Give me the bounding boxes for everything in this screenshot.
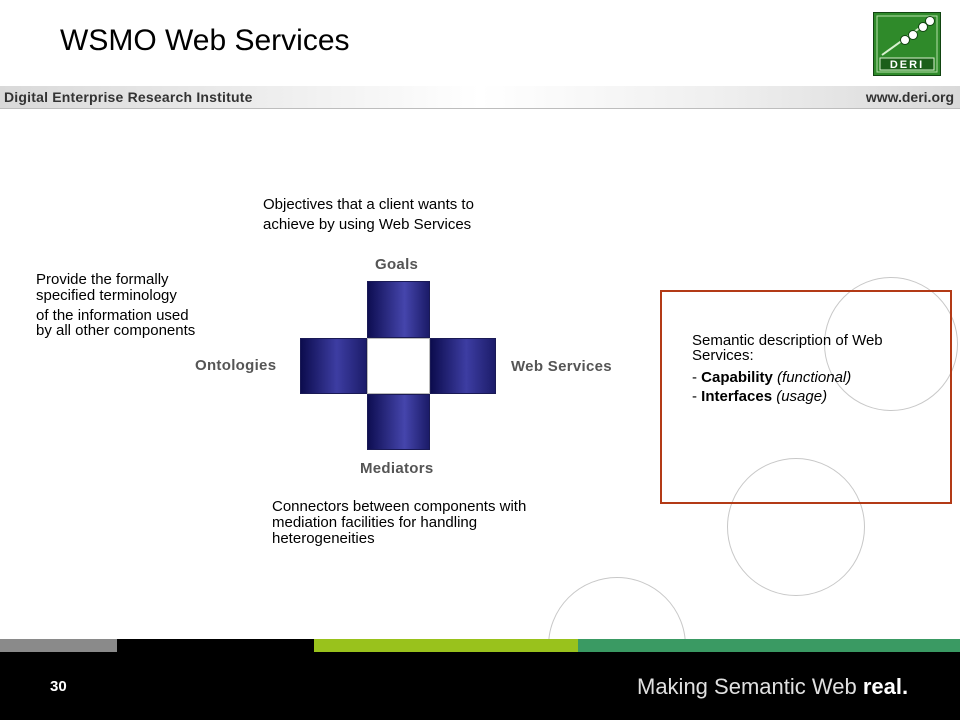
slide-number: 30 [50, 678, 67, 695]
footer-stripe-lime [314, 639, 578, 652]
capability-bullet: - Capability (functional) [692, 370, 851, 385]
center-square [367, 338, 430, 394]
bullet-prefix: - [692, 388, 702, 405]
logo-text: DERI [890, 59, 924, 71]
footer-stripe-green [578, 639, 960, 652]
goals-description-line: Objectives that a client wants to [263, 196, 474, 213]
mediators-block [367, 394, 430, 450]
institute-url: www.deri.org [865, 89, 954, 105]
footer-bar [0, 652, 960, 720]
header-band [0, 86, 960, 109]
institute-name: Digital Enterprise Research Institute [4, 89, 253, 105]
mediators-label: Mediators [360, 460, 434, 477]
web-services-description-box [660, 290, 952, 504]
ontologies-description-line: specified terminology [36, 287, 177, 304]
tagline-emphasis: real. [862, 674, 909, 699]
tagline-prefix: Making Semantic Web [637, 674, 863, 699]
mediators-description-line: heterogeneities [272, 530, 375, 547]
interfaces-term: Interfaces [701, 388, 773, 405]
deri-logo: DERI [873, 12, 941, 76]
web-services-description-line: Semantic description of Web [692, 332, 883, 349]
goals-block [367, 281, 430, 338]
capability-term: Capability [701, 369, 773, 386]
footer-tagline: Making Semantic Web real. [637, 674, 908, 700]
ontologies-description-line: by all other components [36, 322, 196, 339]
footer-stripe-gray [0, 639, 117, 652]
mediators-description-line: Connectors between components with [272, 498, 527, 515]
deri-logo-graphic: DERI [876, 15, 938, 73]
decor-circle [824, 277, 958, 411]
goals-label: Goals [375, 256, 419, 273]
capability-note: (functional) [777, 369, 852, 386]
ontologies-block [300, 338, 367, 394]
interfaces-note: (usage) [776, 388, 828, 405]
mediators-description-line: mediation facilities for handling [272, 514, 478, 531]
ontologies-label: Ontologies [195, 357, 277, 374]
ontologies-description-line: Provide the formally [36, 271, 169, 288]
interfaces-bullet: - Interfaces (usage) [692, 389, 827, 404]
ontologies-description-line: of the information used [36, 307, 189, 324]
slide-title: WSMO Web Services [60, 24, 350, 57]
web-services-block [430, 338, 496, 394]
web-services-description-line: Services: [692, 347, 754, 364]
web-services-label: Web Services [511, 358, 612, 375]
goals-description-line: achieve by using Web Services [263, 216, 472, 233]
bullet-prefix: - [692, 369, 702, 386]
decor-circle [727, 458, 865, 596]
footer-stripe-black [117, 639, 314, 652]
